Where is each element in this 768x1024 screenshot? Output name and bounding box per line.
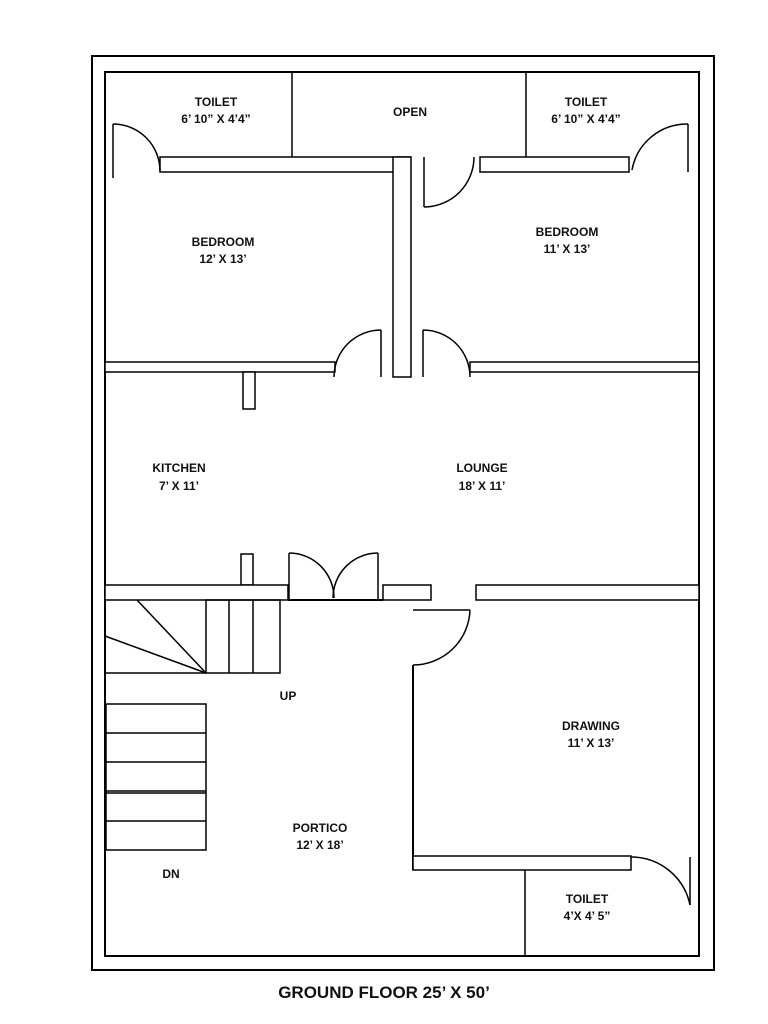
room-name-bedroom-left: BEDROOM [192, 235, 255, 249]
kitchen-stub-wall [242, 371, 256, 410]
room-size-portico: 12’ X 18’ [296, 838, 343, 852]
room-size-bedroom-left: 12’ X 13’ [199, 252, 246, 266]
room-name-open-area: OPEN [393, 105, 427, 119]
room-size-drawing: 11’ X 13’ [568, 736, 615, 750]
inner-border [104, 71, 700, 957]
room-name-portico: PORTICO [293, 821, 348, 835]
room-size-lounge: 18’ X 11’ [459, 479, 506, 493]
door-swing [423, 156, 475, 208]
room-name-toilet-top-right: TOILET [565, 95, 608, 109]
wall-lounge-bottom-right [475, 584, 700, 601]
wall-drawing-bottom [412, 855, 632, 871]
wall-toilet-bedroom-right [479, 156, 630, 173]
room-name-toilet-bottom-right: TOILET [566, 892, 609, 906]
room-name-lounge: LOUNGE [456, 461, 507, 475]
door-swing [332, 552, 379, 599]
wall-bedrooms-center [392, 156, 412, 378]
room-name-kitchen: KITCHEN [152, 461, 205, 475]
wall-lounge-bottom-mid [382, 584, 432, 601]
room-name-bedroom-right: BEDROOM [536, 225, 599, 239]
door-swing [629, 856, 691, 906]
staircase-down [105, 703, 207, 851]
room-size-toilet-bottom-right: 4’X 4’ 5” [564, 909, 611, 923]
door-swing [288, 552, 335, 599]
stairs-down-label: DN [162, 867, 179, 881]
outer-border [91, 55, 715, 971]
door-swing [333, 329, 382, 378]
kitchen-stub-wall [240, 553, 254, 586]
door-swing [631, 123, 689, 171]
room-size-bedroom-right: 11’ X 13’ [544, 242, 591, 256]
wall-bedroom-left-bottom [104, 361, 336, 373]
room-name-drawing: DRAWING [562, 719, 620, 733]
stairs-up-label: UP [280, 689, 297, 703]
room-size-toilet-top-left: 6’ 10” X 4’4” [181, 112, 250, 126]
room-name-toilet-top-left: TOILET [195, 95, 238, 109]
room-size-toilet-top-right: 6’ 10” X 4’4” [551, 112, 620, 126]
room-size-kitchen: 7’ X 11’ [159, 479, 199, 493]
door-swing [422, 329, 471, 378]
door-swing [112, 123, 161, 172]
wall-lounge-bottom-left [104, 584, 289, 601]
door-swing [412, 609, 471, 666]
staircase-up [104, 599, 281, 674]
wall-bedroom-right-bottom [469, 361, 700, 373]
wall-toilet-bedroom-left [159, 156, 411, 173]
plan-title: GROUND FLOOR 25’ X 50’ [278, 983, 490, 1002]
